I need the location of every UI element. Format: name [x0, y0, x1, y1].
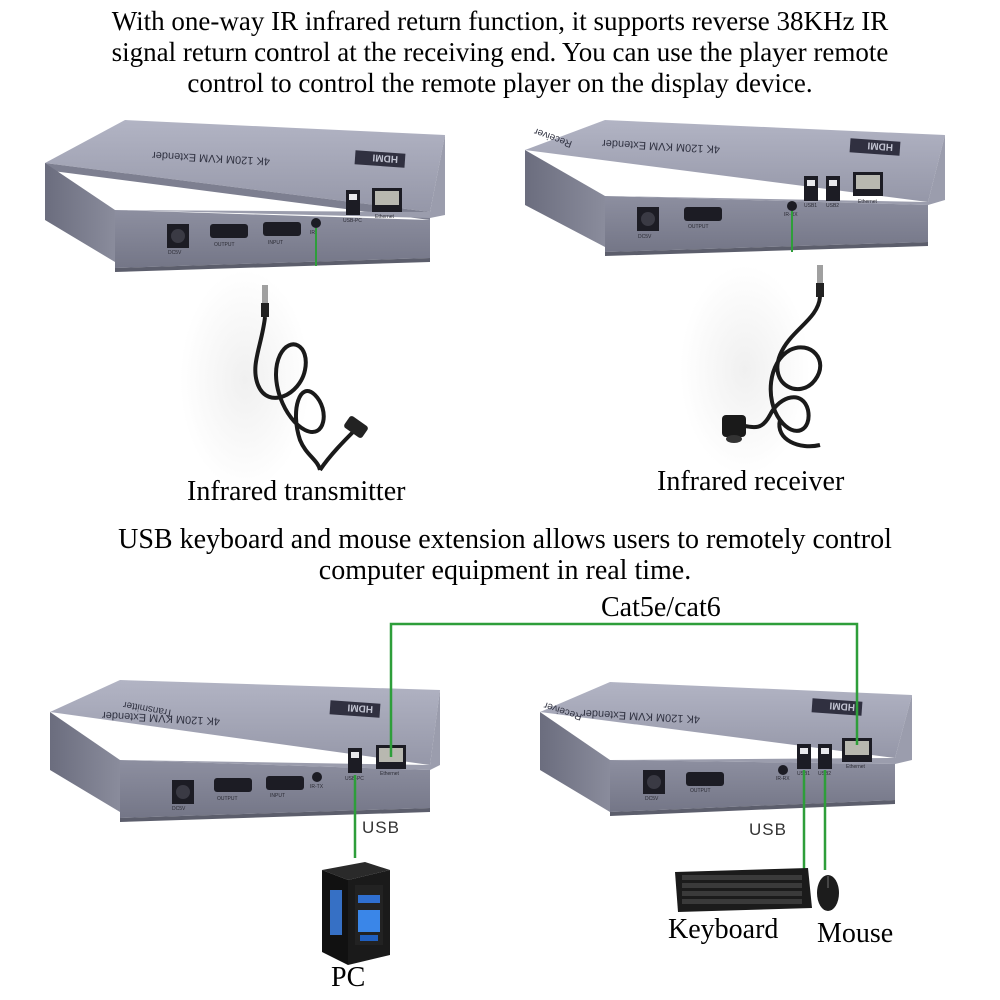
- mid-caption-line-2: computer equipment in real time.: [318, 555, 692, 586]
- receiver-device-bottom: 4K 120M KVM Extender Receiver HDMI DC5V …: [540, 682, 912, 816]
- keyboard-label: Keyboard: [668, 914, 779, 945]
- top-caption: With one-way IR infrared return function…: [10, 6, 990, 99]
- usb-label-left: USB: [362, 818, 400, 837]
- ir-receiver-cable: [680, 265, 824, 475]
- svg-text:USB2: USB2: [826, 203, 839, 209]
- svg-text:IR: IR: [310, 230, 315, 236]
- ir-transmitter-cable: [180, 270, 368, 490]
- svg-text:HDMI: HDMI: [347, 701, 373, 714]
- svg-text:Ethernet: Ethernet: [380, 771, 400, 777]
- svg-text:HDMI: HDMI: [372, 151, 398, 164]
- receiver-device-top: 4K 120M KVM Extender Receiver HDMI DC5V …: [525, 120, 945, 256]
- ir-transmitter-label: Infrared transmitter: [187, 476, 406, 507]
- ir-receiver-label: Infrared receiver: [657, 466, 845, 497]
- top-caption-line-1: With one-way IR infrared return function…: [111, 6, 889, 36]
- svg-text:Ethernet: Ethernet: [375, 214, 395, 220]
- keyboard-icon: [675, 868, 812, 912]
- svg-text:HDMI: HDMI: [867, 139, 893, 152]
- svg-text:IR-RX: IR-RX: [776, 776, 790, 782]
- svg-text:OUTPUT: OUTPUT: [217, 796, 238, 802]
- svg-text:DC5V: DC5V: [172, 806, 186, 812]
- usb-label-right: USB: [749, 820, 787, 839]
- mouse-icon: [817, 875, 839, 911]
- cat-cable-line: [389, 622, 859, 757]
- cable-label: Cat5e/cat6: [601, 592, 721, 623]
- transmitter-device-bottom: 4K 120M KVM Extender Transmitter HDMI DC…: [50, 680, 440, 822]
- top-caption-line-2: signal return control at the receiving e…: [111, 37, 889, 67]
- svg-text:OUTPUT: OUTPUT: [214, 242, 235, 248]
- svg-text:OUTPUT: OUTPUT: [690, 788, 711, 794]
- svg-text:DC5V: DC5V: [638, 234, 652, 240]
- top-caption-line-3: control to control the remote player on …: [187, 68, 813, 98]
- mid-caption: USB keyboard and mouse extension allows …: [10, 524, 1000, 586]
- svg-text:Ethernet: Ethernet: [846, 764, 866, 770]
- transmitter-device-top: 4K 120M KVM Extender HDMI DC5V OUTPUT IN…: [45, 120, 445, 272]
- svg-text:USB-PC: USB-PC: [343, 218, 362, 224]
- svg-text:HDMI: HDMI: [829, 699, 855, 712]
- mouse-label: Mouse: [817, 918, 894, 949]
- pc-tower-icon: [322, 862, 390, 965]
- svg-text:DC5V: DC5V: [645, 796, 659, 802]
- mid-caption-line-1: USB keyboard and mouse extension allows …: [118, 524, 892, 555]
- svg-text:IR-TX: IR-TX: [310, 784, 324, 790]
- pc-label: PC: [331, 962, 366, 993]
- svg-text:OUTPUT: OUTPUT: [688, 224, 709, 230]
- svg-text:Ethernet: Ethernet: [858, 199, 878, 205]
- svg-text:INPUT: INPUT: [268, 240, 283, 246]
- svg-text:DC5V: DC5V: [168, 250, 182, 256]
- svg-text:INPUT: INPUT: [270, 793, 285, 799]
- svg-text:USB1: USB1: [804, 203, 817, 209]
